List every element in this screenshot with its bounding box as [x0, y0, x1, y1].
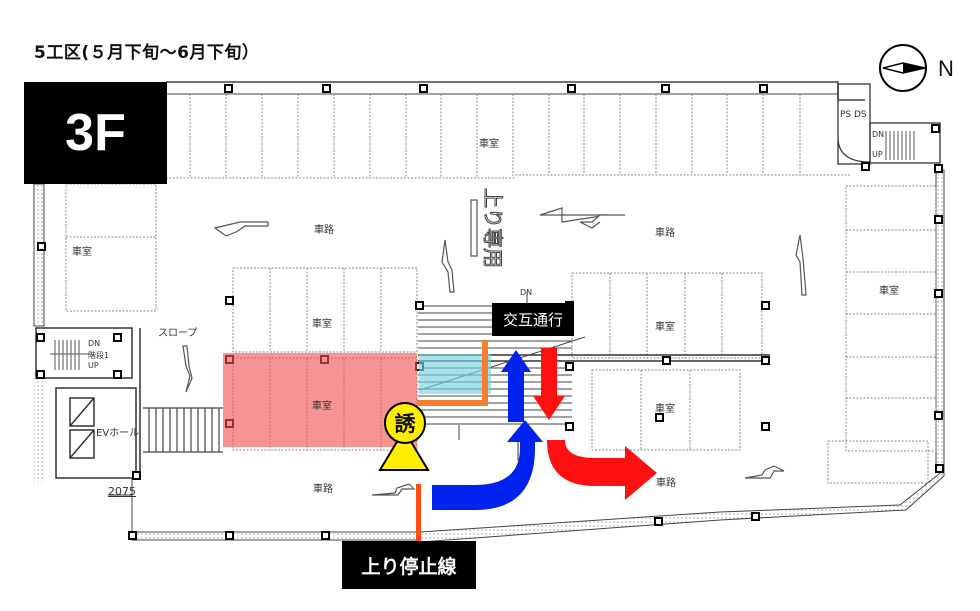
- parking-label-left: 車室: [72, 247, 92, 258]
- dimension-label: 2075: [108, 485, 136, 498]
- uphill-stop-line-label: 上り停止線: [342, 541, 476, 589]
- parking-label-right-lower: 車室: [655, 404, 675, 415]
- driveway-label-bottom-left: 車路: [313, 484, 333, 495]
- svg-text:上り専用: 上り専用: [481, 188, 505, 268]
- uphill-stop-line: [416, 484, 421, 541]
- page-title: 5工区(５月下旬～6月下旬）: [34, 43, 260, 63]
- driveway-label-bottom-right: 車路: [656, 478, 676, 489]
- alternate-traffic-label: 交互通行: [492, 303, 574, 336]
- work-zone-area: [419, 354, 491, 394]
- down-arrow-curved: [547, 440, 657, 500]
- restricted-parking-zone: [223, 353, 417, 447]
- parking-label-center-upper: 車室: [312, 319, 332, 330]
- guide-person-triangle-icon: [378, 428, 430, 471]
- ps-ds-label: PS DS: [840, 110, 867, 120]
- up-arrow-straight: [501, 350, 531, 422]
- traffic-flow-arrows: [432, 348, 657, 510]
- stairs2-dn-label: DN: [872, 130, 885, 139]
- parking-label-far-right: 車室: [879, 286, 899, 297]
- parking-label-top: 車室: [479, 139, 499, 150]
- stairs1-name-label: 階段1: [88, 351, 110, 360]
- guide-person-icon: 誘: [384, 402, 426, 444]
- parking-label-center-restricted: 車室: [312, 401, 332, 412]
- parking-label-right-upper: 車室: [655, 322, 675, 333]
- driveway-label-top-right: 車路: [655, 228, 675, 239]
- work-zone-border: [417, 340, 488, 406]
- dn-marker-label: DN: [520, 288, 533, 297]
- north-label: N: [938, 56, 954, 81]
- driveway-label-top-left: 車路: [314, 225, 334, 236]
- ev-hall-label: EVホール: [96, 428, 140, 439]
- compass-icon: [879, 44, 927, 92]
- slope-label: スロープ: [158, 328, 198, 339]
- stairs1-up-label: UP: [88, 361, 99, 370]
- floor-label: 3F: [24, 82, 167, 184]
- down-arrow-straight: [533, 348, 565, 420]
- stairs2-up-label: UP: [872, 150, 883, 159]
- up-arrow-curved: [432, 420, 543, 510]
- stairs1-dn-label: DN: [88, 339, 101, 348]
